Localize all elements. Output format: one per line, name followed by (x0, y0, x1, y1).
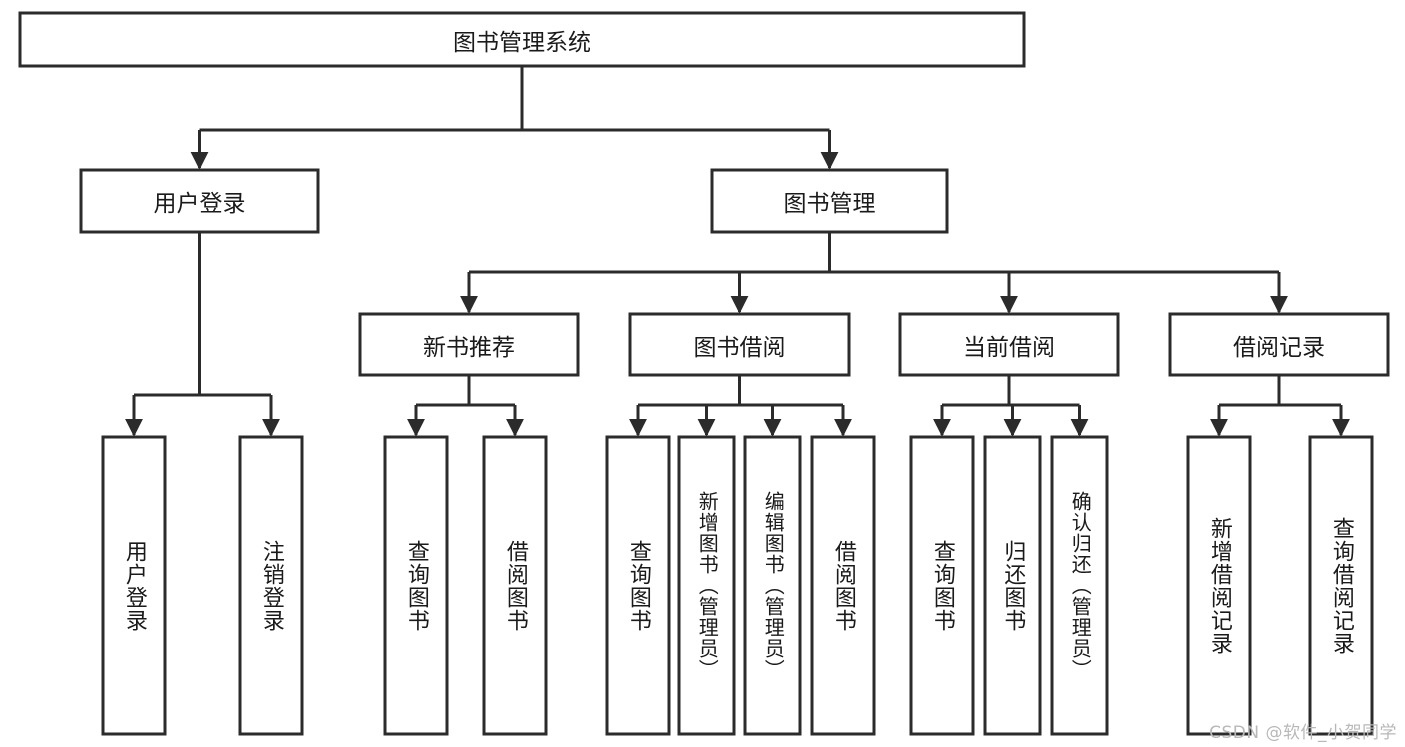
node-box-book-manage[interactable] (710, 168, 949, 234)
node-box-leaf-add-record[interactable] (1186, 435, 1252, 736)
node-box-user-login[interactable] (79, 168, 320, 234)
node-box-layer (18, 11, 1390, 736)
node-box-leaf-borrow-book-rec[interactable] (482, 435, 548, 736)
node-box-leaf-user-login[interactable] (101, 435, 167, 736)
node-box-borrow-record[interactable] (1168, 312, 1390, 377)
node-box-leaf-add-book[interactable] (677, 435, 736, 736)
node-box-root[interactable] (18, 11, 1026, 68)
node-box-leaf-edit-book[interactable] (743, 435, 802, 736)
node-box-leaf-borrow-book-bb[interactable] (810, 435, 876, 736)
node-box-new-book-rec[interactable] (358, 312, 580, 377)
node-box-leaf-query-book-cb[interactable] (909, 435, 975, 736)
node-box-leaf-query-record[interactable] (1308, 435, 1374, 736)
node-box-leaf-query-book-rec[interactable] (383, 435, 449, 736)
node-box-current-borrow[interactable] (898, 312, 1120, 377)
connector-layer (125, 66, 1350, 437)
node-box-book-borrow[interactable] (628, 312, 851, 377)
node-box-leaf-return-book[interactable] (983, 435, 1042, 736)
watermark-credit: CSDN @软件_小贺同学 (1209, 723, 1397, 743)
node-box-leaf-logout[interactable] (238, 435, 304, 736)
node-box-leaf-confirm-return[interactable] (1050, 435, 1109, 736)
node-box-leaf-query-book-bb[interactable] (605, 435, 671, 736)
